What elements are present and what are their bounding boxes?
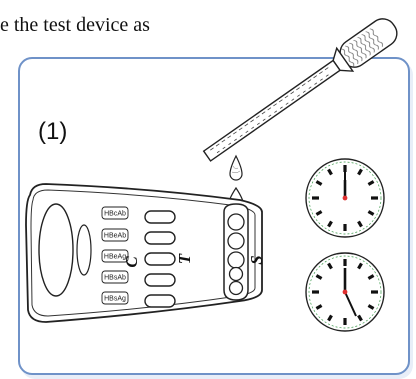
start-clock-center	[342, 195, 348, 201]
end-clock-center	[342, 289, 348, 295]
sample-well-4	[228, 266, 244, 282]
control-letter: C	[122, 256, 141, 268]
result-windows	[144, 210, 176, 308]
sample-well-1	[227, 213, 245, 231]
sample-well-2	[227, 232, 245, 250]
well-label-hbeag: HBeAg	[104, 254, 126, 261]
well-label-hbsag: HBsAg	[104, 296, 126, 303]
sample-letter: S	[247, 255, 266, 264]
instruction-text: e the test device as	[0, 14, 150, 36]
test-letter: T	[175, 253, 194, 264]
dropper-tube	[202, 59, 341, 162]
end-clock-minute-hand	[344, 291, 357, 317]
result-window-2	[144, 231, 176, 245]
result-window-3	[144, 252, 176, 266]
test-device: HBcAb HBeAb HBeAg HBsAb HBsAg C T	[25, 183, 266, 323]
well-label-hbsab: HBsAb	[104, 275, 126, 282]
step-label: (1)	[38, 118, 68, 145]
dropper-liquid	[340, 26, 386, 68]
end-clock	[305, 252, 385, 332]
well-label-group: HBcAb HBeAb HBeAg HBsAb HBsAg	[101, 206, 129, 305]
well-label-hbcab: HBcAb	[104, 211, 126, 218]
dropper	[202, 18, 398, 162]
grip-oval-inner	[76, 224, 92, 276]
grip-oval-outer	[38, 203, 74, 297]
result-window-1	[144, 210, 176, 224]
sample-well-5	[228, 280, 244, 296]
result-window-5	[144, 294, 176, 308]
drop-1	[229, 154, 243, 181]
well-label-hbeab: HBeAb	[104, 233, 126, 240]
sample-well-3	[227, 251, 245, 269]
sample-well-column	[223, 203, 249, 301]
result-window-4	[144, 273, 176, 287]
start-clock	[305, 158, 385, 238]
